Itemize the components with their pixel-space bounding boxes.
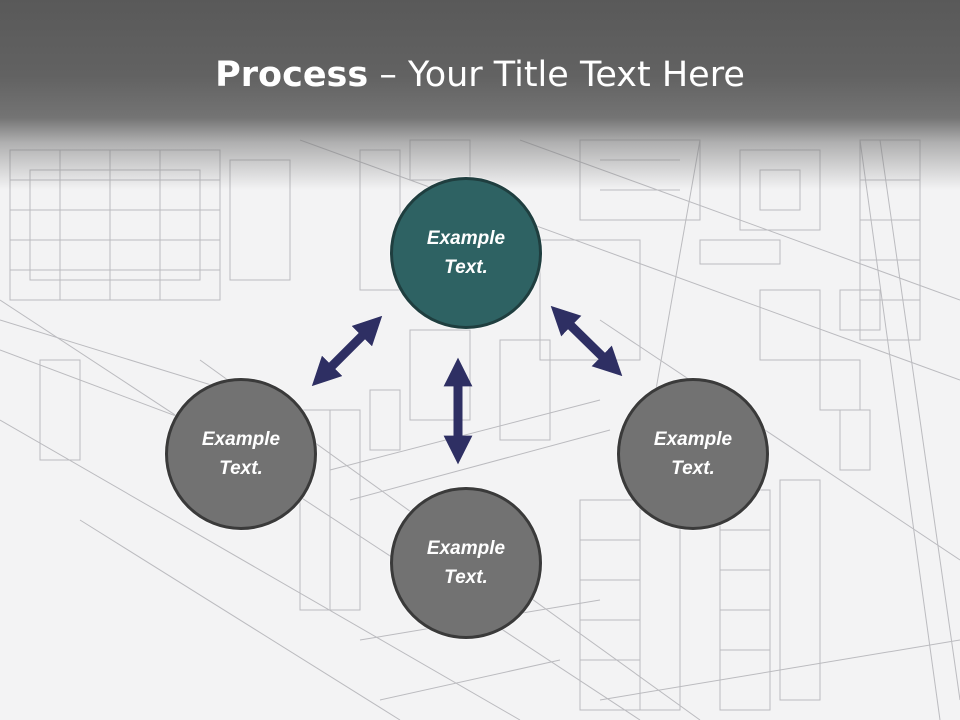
title-bold: Process xyxy=(215,55,369,95)
node-top-line1: Example xyxy=(426,228,506,249)
node-left-line2: Text. xyxy=(219,458,263,479)
title-band xyxy=(0,0,960,190)
node-right-line1: Example xyxy=(653,429,733,450)
title-rest: – Your Title Text Here xyxy=(368,55,745,95)
arrow-top-left xyxy=(311,315,383,387)
slide-title: Process – Your Title Text Here xyxy=(0,52,960,98)
node-top-line2: Text. xyxy=(444,257,488,278)
arrow-top-right xyxy=(550,305,623,377)
node-left-line1: Example xyxy=(201,429,281,450)
node-right-line2: Text. xyxy=(671,458,715,479)
node-bottom-line2: Text. xyxy=(444,567,488,588)
node-bottom-line1: Example xyxy=(426,538,506,559)
